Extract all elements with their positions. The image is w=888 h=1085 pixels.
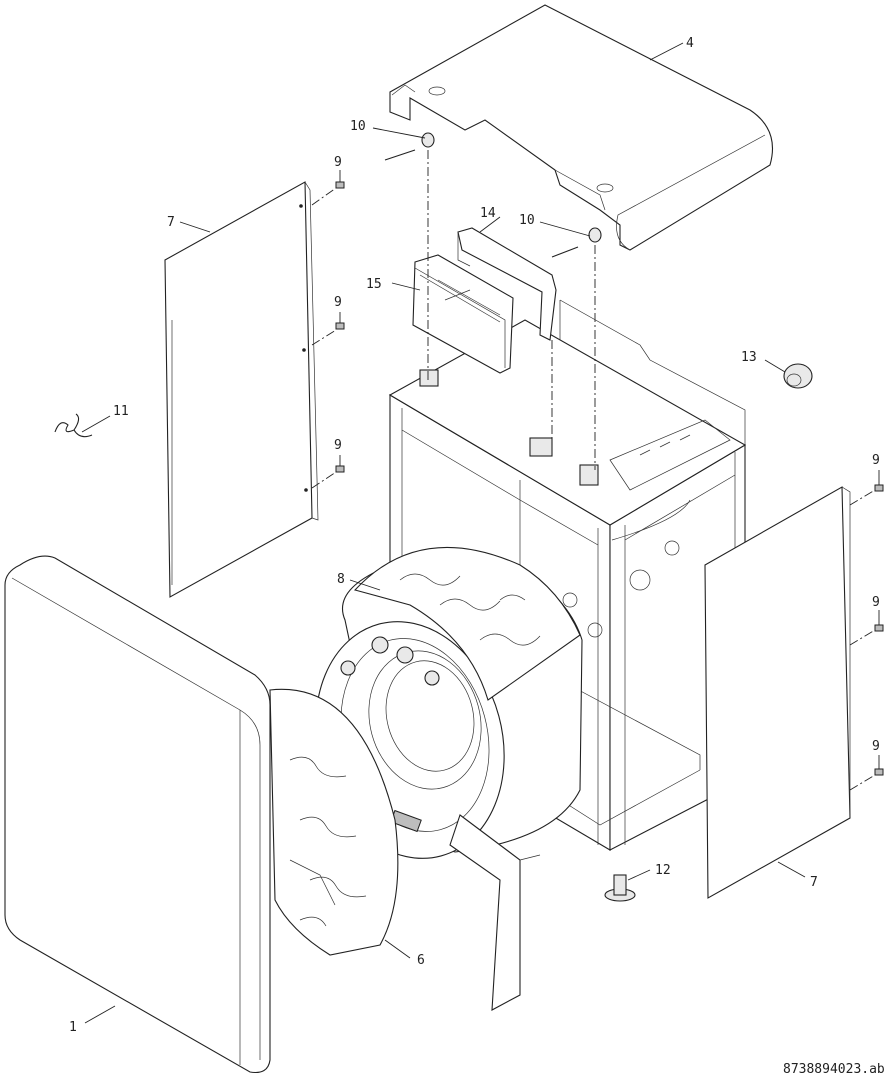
hardware (54, 132, 884, 902)
callout-9: 9 (334, 295, 342, 310)
callout-9: 9 (334, 438, 342, 453)
callout-12: 12 (655, 863, 671, 878)
pin-icon (384, 132, 602, 258)
callout-7: 7 (810, 875, 818, 890)
control-module (412, 254, 514, 374)
side-panel-right (704, 486, 851, 899)
front-panel (4, 555, 271, 1074)
leader-lines (81, 42, 880, 1024)
callout-14: 14 (480, 206, 496, 221)
callout-6: 6 (417, 953, 425, 968)
adjustable-foot-icon (604, 874, 636, 902)
support-bracket (457, 227, 557, 341)
callout-7: 7 (167, 215, 175, 230)
callout-10: 10 (519, 213, 535, 228)
drum (315, 546, 583, 859)
side-panel-left (164, 181, 319, 598)
assembly-lines (311, 150, 876, 791)
drum-bracket (449, 814, 541, 1011)
callout-15: 15 (366, 277, 382, 292)
drawing-id: 8738894023.ab (783, 1062, 885, 1077)
callout-4: 4 (686, 36, 694, 51)
callout-9: 9 (872, 739, 880, 754)
callout-1: 1 (69, 1020, 77, 1035)
top-cover (389, 4, 774, 251)
callout-9: 9 (872, 595, 880, 610)
callout-labels: 4 10 9 7 14 10 15 9 13 11 9 9 8 9 9 12 7… (69, 36, 885, 1077)
callout-13: 13 (741, 350, 757, 365)
grommet-icon (783, 363, 813, 389)
callout-11: 11 (113, 404, 129, 419)
door-seal (269, 688, 399, 956)
callout-10: 10 (350, 119, 366, 134)
callout-9: 9 (334, 155, 342, 170)
callout-9: 9 (872, 453, 880, 468)
hook-clip-icon (54, 413, 93, 438)
callout-8: 8 (337, 572, 345, 587)
